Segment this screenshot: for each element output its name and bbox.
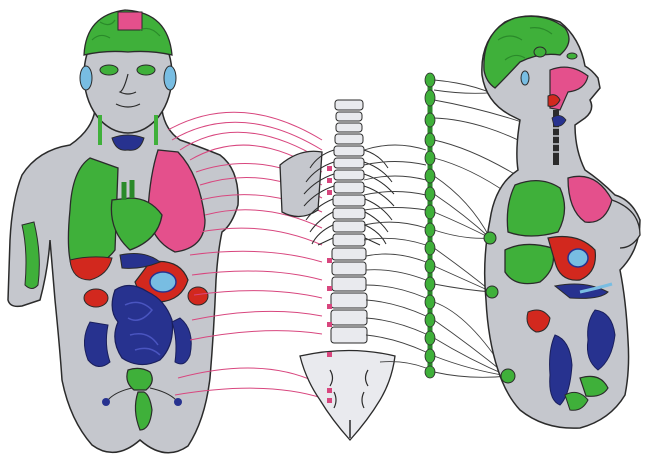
profile-eye	[567, 53, 577, 59]
left-eye	[100, 65, 118, 75]
stomach-inner	[150, 272, 176, 292]
profile-ear	[521, 71, 529, 85]
profile-stomach-inner	[568, 249, 588, 267]
right-eye	[137, 65, 155, 75]
colon-left	[84, 322, 110, 367]
celiac-ganglion	[484, 232, 496, 244]
pineal-region	[118, 12, 142, 30]
side-profile-figure	[482, 16, 640, 428]
left-ear	[80, 66, 92, 90]
left-kidney	[84, 289, 108, 307]
left-gonad	[102, 398, 110, 406]
profile-lung	[507, 181, 564, 236]
right-kidney	[188, 287, 208, 305]
chain-ganglia	[425, 73, 435, 378]
sympathetic-chain	[425, 73, 435, 378]
right-gonad	[174, 398, 182, 406]
pituitary	[534, 47, 546, 57]
bladder	[127, 368, 152, 390]
right-ear	[164, 66, 176, 90]
superior-mesenteric-ganglion	[486, 286, 498, 298]
inferior-mesenteric-ganglion	[501, 369, 515, 383]
vertebral-column	[331, 100, 367, 343]
torso-silhouette	[8, 110, 238, 453]
